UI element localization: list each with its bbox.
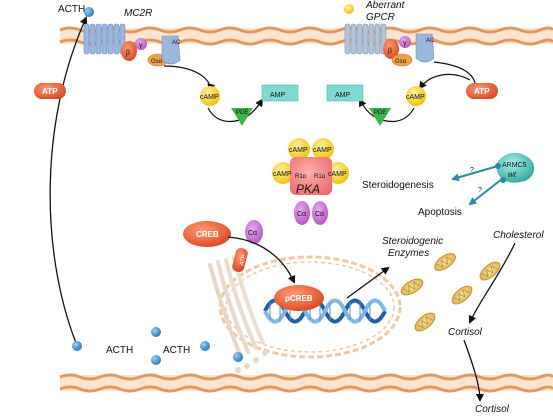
armc5-wt-label: wt <box>508 170 517 179</box>
ac-loop-right <box>433 61 477 87</box>
mc2r-label: MC2R <box>124 8 152 19</box>
armc5-to-steroidogenesis-arrow <box>451 165 499 182</box>
gamma-label-right: γ <box>403 40 407 47</box>
ac-label-right: AC <box>426 38 435 44</box>
creb-node <box>183 221 231 247</box>
acth-bottom-label-1: ACTH <box>106 345 133 356</box>
ac-label: AC <box>172 40 181 46</box>
acth-ligand-icon <box>151 355 161 365</box>
acth-top-label: ACTH <box>58 4 85 15</box>
pka-ca-label-2: Cα <box>315 211 324 218</box>
pka-catalytic-icon <box>312 201 328 225</box>
pcreb-to-enzymes-arrow <box>346 266 390 299</box>
camp-right-node <box>406 86 426 106</box>
gs-alpha-icon <box>391 53 413 67</box>
acth-bottom-label-2: ACTH <box>163 345 190 356</box>
adenylyl-cyclase-icon <box>415 33 435 63</box>
pde-right-icon <box>369 108 391 126</box>
beta-label-right: β <box>388 48 392 55</box>
pka-catalytic-icon <box>294 201 310 225</box>
cortisol-mid-label: Cortisol <box>448 327 483 338</box>
pka-regulatory-icon <box>290 157 332 195</box>
armc5-node-dot <box>495 163 501 169</box>
amp-left-node <box>261 84 299 102</box>
gamma-subunit-icon <box>135 38 147 50</box>
armc5-label: ARMC5 <box>502 162 527 169</box>
mc2r-receptor-icon <box>83 23 126 55</box>
atp-right-node <box>466 83 498 99</box>
atp-left-label: ATP <box>42 87 58 96</box>
acth-ligand-icon <box>200 341 210 351</box>
atp-creb-node <box>232 247 248 273</box>
pka-label: PKA <box>296 182 320 196</box>
pka-camp-label-1: cAMP <box>289 147 308 154</box>
creb-phosphorylation-arrow <box>227 236 296 284</box>
camp-on-pka-icon <box>327 162 349 184</box>
amp-right-label: AMP <box>335 92 351 99</box>
catalytic-subunit-icon <box>245 220 263 244</box>
ca-label: Cα <box>248 230 257 237</box>
cell-membrane-top <box>59 26 553 46</box>
pka-camp-label-4: cAMP <box>328 171 347 178</box>
mitochondrion-icon <box>400 253 501 332</box>
camp-right-label: cAMP <box>406 94 425 101</box>
pka-holoenzyme <box>272 138 349 225</box>
pka-r1a-label-2: R1α <box>314 174 326 180</box>
pka-camp-label-2: cAMP <box>313 147 332 154</box>
beta-label: β <box>126 50 130 57</box>
armc5-node-dot <box>500 177 506 183</box>
camp-left-label: cAMP <box>200 94 219 101</box>
atp-left-node <box>34 83 66 99</box>
pcreb-label: pCREB <box>285 294 313 303</box>
pka-camp-label-3: cAMP <box>273 171 292 178</box>
amp-right-node <box>326 84 364 102</box>
question-mark-1: ? <box>470 167 474 174</box>
cholesterol-to-cortisol-arrow <box>468 242 516 324</box>
acth-ligand-icon <box>72 341 82 351</box>
ac-to-camp-arrow-right <box>418 73 471 90</box>
pde-left-label: PDE <box>236 110 248 116</box>
gamma-label: γ <box>139 42 143 49</box>
armc5-protein-icon <box>496 152 535 183</box>
camp-on-pka-icon <box>288 138 310 160</box>
acth-ligand-icon <box>151 327 161 337</box>
camp-left-node <box>200 86 220 106</box>
cholesterol-label: Cholesterol <box>493 230 544 241</box>
adenylyl-cyclase-icon <box>161 35 181 65</box>
beta-subunit-icon <box>383 39 399 59</box>
acth-recirculation-arrow <box>49 16 88 344</box>
creb-label: CREB <box>196 230 219 239</box>
atp-right-label: ATP <box>474 87 490 96</box>
acth-ligand-icon <box>233 352 243 362</box>
gamma-subunit-icon <box>399 36 411 48</box>
pka-ca-label-1: Cα <box>297 211 306 218</box>
camp-on-pka-icon <box>312 138 334 160</box>
gs-alpha-label-right: Gsα <box>395 59 407 65</box>
beta-subunit-icon <box>121 41 137 61</box>
pka-r1a-label-1: R1α <box>295 174 307 180</box>
apoptosis-label: Apoptosis <box>418 207 462 218</box>
question-mark-2: ? <box>478 187 482 194</box>
pde-right-label: PDE <box>374 110 386 116</box>
gs-alpha-label: Gsα <box>151 59 163 65</box>
amp-left-label: AMP <box>270 92 286 99</box>
armc5-to-apoptosis-arrow <box>468 178 503 206</box>
cortisol-bottom-label: Cortisol <box>475 404 510 414</box>
nucleus-icon <box>218 255 402 359</box>
acth-ligand-icon <box>84 7 94 17</box>
aberrant-gpcr-receptor-icon <box>344 23 387 55</box>
atp-creb-label: ATP <box>239 254 248 266</box>
aberrant-ligand-icon <box>344 4 354 14</box>
steroidogenesis-label: Steroidogenesis <box>362 180 434 191</box>
cortisol-export-arrow <box>463 339 484 402</box>
camp-on-pka-icon <box>272 162 294 184</box>
pde-left-icon <box>231 108 253 126</box>
ac-to-camp-arrow-left <box>163 65 216 92</box>
pcreb-node <box>274 285 324 311</box>
